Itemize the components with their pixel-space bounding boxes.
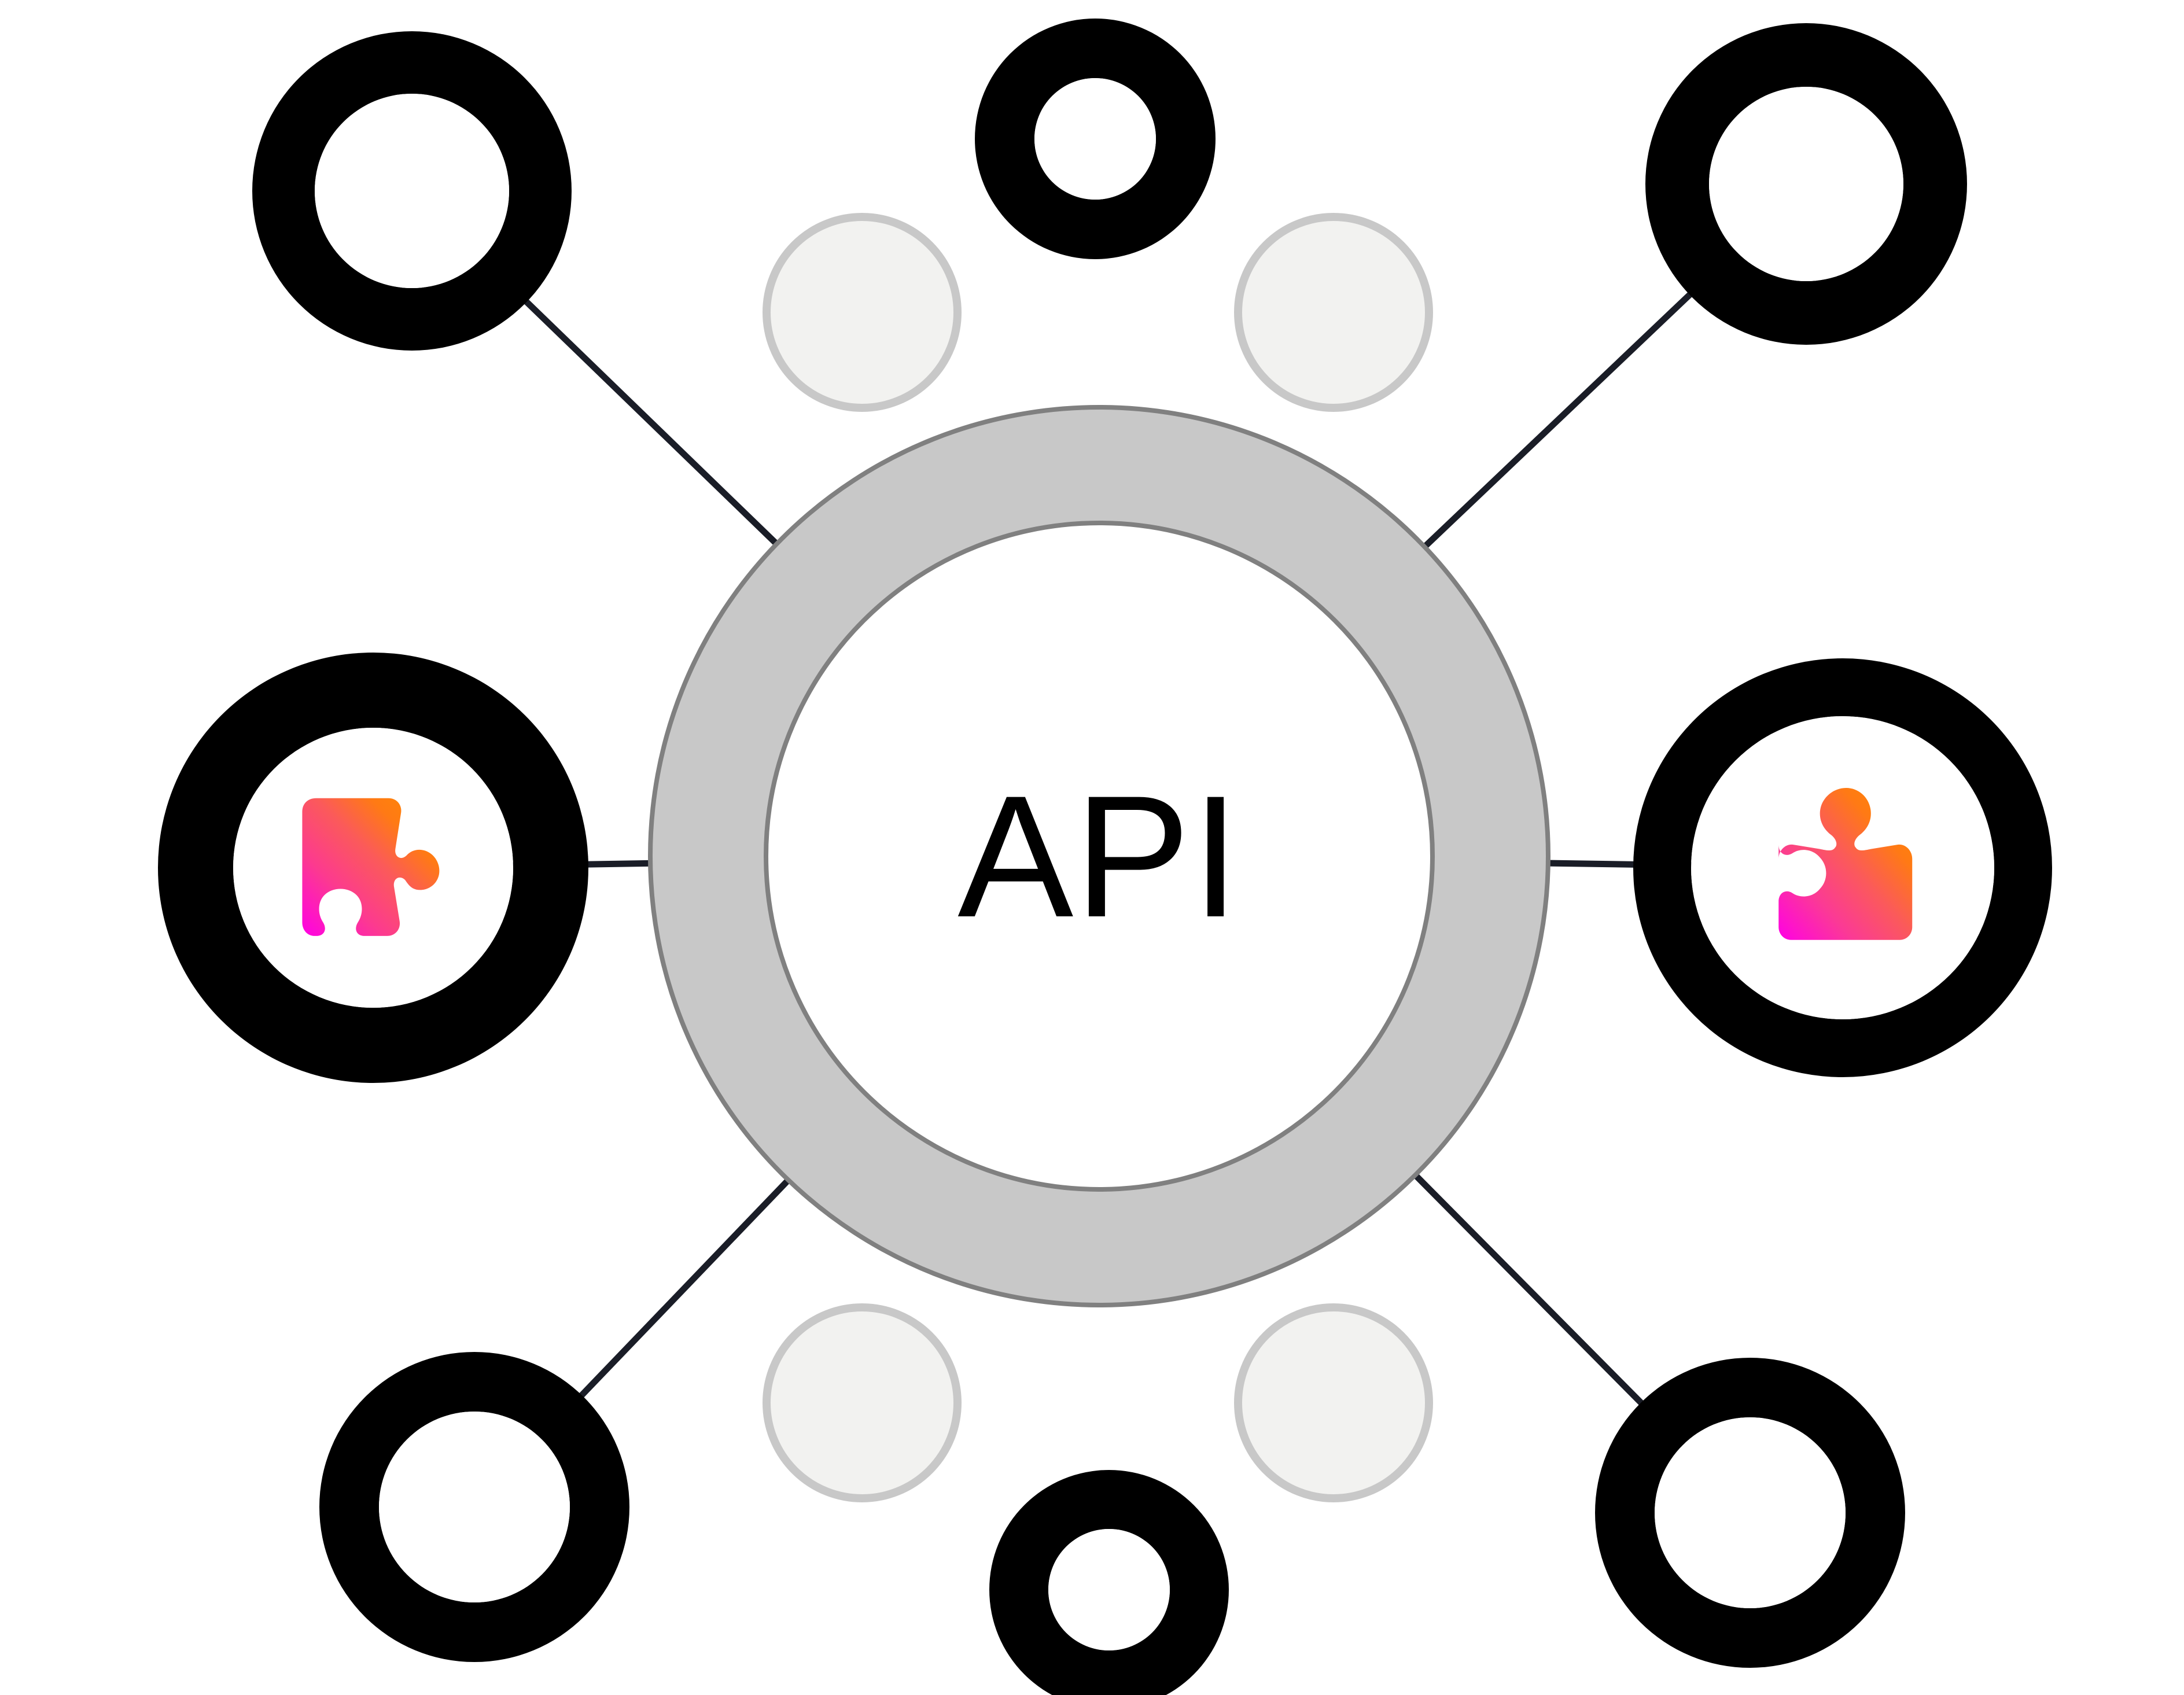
node-hole-bottom-left <box>379 1412 570 1602</box>
node-hole-top-right <box>1709 87 1903 281</box>
node-bottom-left[interactable] <box>319 1352 629 1662</box>
endpoint-nodes <box>158 19 2052 1695</box>
decor-top-left <box>763 213 962 412</box>
node-right[interactable] <box>1633 658 2052 1077</box>
left-node-icon <box>302 798 440 936</box>
node-left[interactable] <box>158 653 588 1083</box>
decorative-circles <box>763 213 1433 1502</box>
hub-label: API <box>957 759 1241 953</box>
node-hole-bottom-right <box>1655 1417 1846 1608</box>
node-top-left[interactable] <box>252 31 572 351</box>
node-bottom-right[interactable] <box>1595 1358 1905 1668</box>
node-top-right[interactable] <box>1645 23 1967 345</box>
right-node-icon <box>1778 788 1913 940</box>
node-top-center[interactable] <box>975 19 1216 259</box>
decor-bottom-left <box>763 1303 962 1502</box>
decor-bottom-right <box>1234 1303 1433 1502</box>
hub-inner-circle <box>764 521 1435 1192</box>
puzzle-piece-icon <box>1778 788 1913 940</box>
api-hub: API <box>648 405 1550 1307</box>
decor-top-right <box>1234 213 1433 412</box>
node-hole-top-center <box>1034 78 1156 200</box>
node-hole-bottom-center <box>1048 1529 1170 1650</box>
node-hole-top-left <box>315 94 509 288</box>
node-bottom-center[interactable] <box>989 1470 1229 1695</box>
puzzle-piece-icon <box>302 798 440 936</box>
